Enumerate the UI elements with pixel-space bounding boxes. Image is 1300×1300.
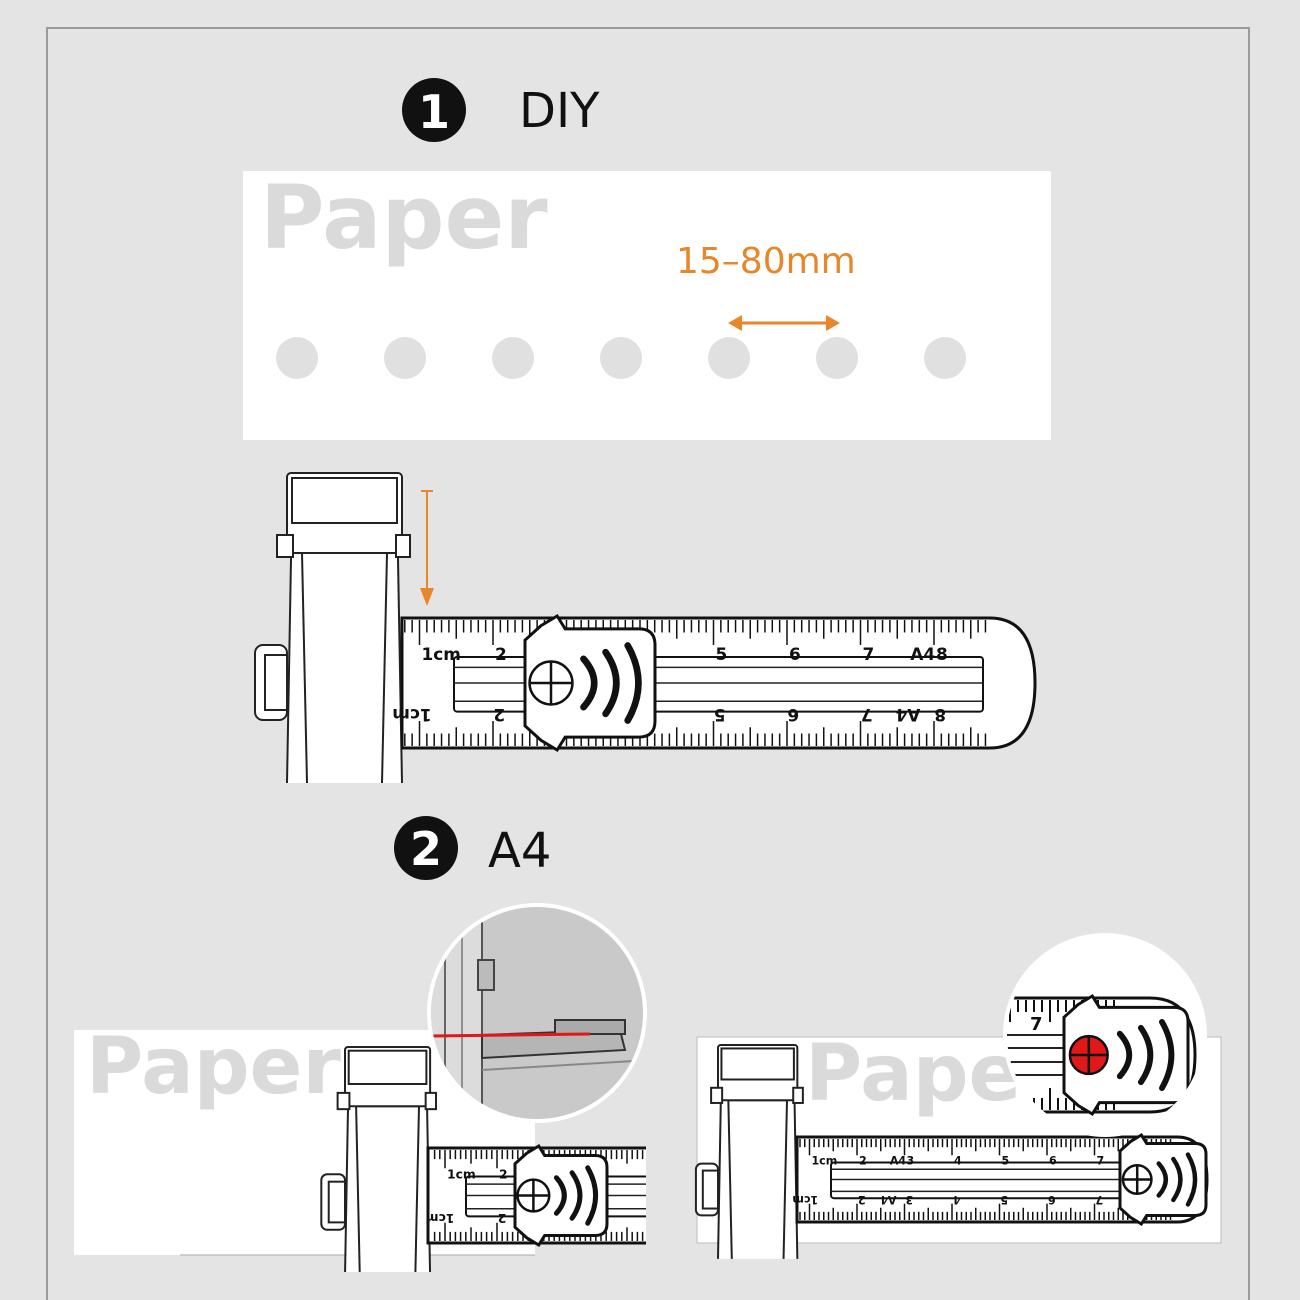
grip-ridge xyxy=(553,1175,567,1216)
slider-knob xyxy=(513,1143,609,1248)
paper-label: Paper xyxy=(260,166,548,269)
grip-ridge xyxy=(1185,1152,1198,1207)
ruler-label: 7 xyxy=(863,644,875,664)
ruler-label-mirrored: A4 xyxy=(896,705,921,725)
paper-sheet xyxy=(243,171,1051,440)
magnifier-slider-detail: 7 xyxy=(1003,933,1207,1137)
ruler-label: 3 xyxy=(907,1154,915,1167)
ruler-label: 1cm xyxy=(447,1168,476,1182)
step2-number: 2 xyxy=(410,822,442,876)
ruler-label-mirrored: 5 xyxy=(714,705,726,725)
magnifier-edge-detail xyxy=(427,903,647,1123)
ruler-label: A4 xyxy=(890,1154,907,1167)
ruler-label: 6 xyxy=(1049,1154,1057,1167)
punch-hole xyxy=(924,337,966,379)
step1-title: DIY xyxy=(519,83,600,139)
slider-knob xyxy=(523,613,657,753)
diy-paper-panel: Paper 15–80mm xyxy=(243,166,1051,440)
ruler-label: 5 xyxy=(716,644,728,664)
ruler-label: 2 xyxy=(499,1168,508,1182)
grip-ridge xyxy=(580,655,598,711)
ruler-label-mirrored: 7 xyxy=(861,705,873,725)
ruler-label-mirrored: 2 xyxy=(498,1211,507,1225)
hole-spacing-label: 15–80mm xyxy=(676,241,856,282)
ruler-label-mirrored: 6 xyxy=(1048,1193,1056,1206)
punch-hole xyxy=(600,337,642,379)
magnified-ruler: 7 xyxy=(1007,993,1197,1117)
step1-heading: 1 DIY xyxy=(402,78,600,142)
ruler-label-mirrored: A4 xyxy=(880,1193,897,1206)
ruler-label: 4 xyxy=(954,1154,962,1167)
binder-clip xyxy=(694,1044,821,1259)
a4-left-example: Paper 1cm 1cm 2 2 xyxy=(74,903,647,1272)
ruler-label: A4 xyxy=(910,644,935,664)
ruler-label-mirrored: 1cm xyxy=(792,1193,818,1206)
ruler-label: 5 xyxy=(1002,1154,1010,1167)
punch-hole xyxy=(276,337,318,379)
ruler-label-mirrored: 8 xyxy=(934,705,946,725)
step2-heading: 2 A4 xyxy=(394,816,551,880)
down-arrow-icon xyxy=(420,490,434,606)
grip-ridge xyxy=(1171,1156,1183,1203)
grip-ridge xyxy=(569,1170,583,1221)
clip-top xyxy=(344,1046,432,1108)
grip-ridge xyxy=(585,1165,599,1226)
ruler-label: 8 xyxy=(936,644,948,664)
grip-ridge xyxy=(602,648,620,718)
clip-top xyxy=(286,472,403,554)
double-arrow-icon xyxy=(728,315,840,331)
punch-holes xyxy=(276,337,966,379)
ruler-label-mirrored: 7 xyxy=(1095,1193,1103,1206)
ruler-label-mirrored: 1cm xyxy=(392,705,431,725)
ruler-label: 1cm xyxy=(422,644,461,664)
grip-ridge xyxy=(1159,1019,1175,1091)
grip-ridge xyxy=(1156,1161,1169,1198)
clip-top xyxy=(717,1044,799,1102)
punch-hole xyxy=(708,337,750,379)
paper-edge-highlight xyxy=(431,1032,591,1038)
ruler-label-mirrored: 2 xyxy=(493,705,505,725)
ruler-label-mirrored: 5 xyxy=(1000,1193,1008,1206)
step2-title: A4 xyxy=(488,823,551,879)
grip-ridge xyxy=(624,642,642,724)
ruler-label: 2 xyxy=(859,1154,867,1167)
ruler-label-mirrored: 1cm xyxy=(426,1211,455,1225)
step1-number: 1 xyxy=(418,85,450,139)
ruler-label-mirrored: 3 xyxy=(905,1193,913,1206)
punch-hole xyxy=(384,337,426,379)
ruler-label-mirrored: 4 xyxy=(953,1193,961,1206)
grip-ridge xyxy=(1116,1030,1133,1080)
ruler-label: 2 xyxy=(495,644,507,664)
ruler: 1cm 1cm 2 2 xyxy=(426,1143,646,1248)
slider-knob xyxy=(1062,993,1190,1117)
slider-knob xyxy=(1118,1132,1208,1227)
ruler-label: 6 xyxy=(789,644,801,664)
step1-badge xyxy=(402,78,466,142)
ruler-label: 7 xyxy=(1030,1014,1043,1035)
ruler-label-mirrored: 2 xyxy=(858,1193,866,1206)
punch-hole xyxy=(816,337,858,379)
ruler-label: 7 xyxy=(1097,1154,1105,1167)
paper-label: Paper xyxy=(86,1022,341,1112)
punch-hole xyxy=(492,337,534,379)
grip-ridge xyxy=(1137,1024,1154,1086)
step2-badge xyxy=(394,816,458,880)
ruler-label-mirrored: 6 xyxy=(787,705,799,725)
ruler-label: 1cm xyxy=(812,1154,838,1167)
